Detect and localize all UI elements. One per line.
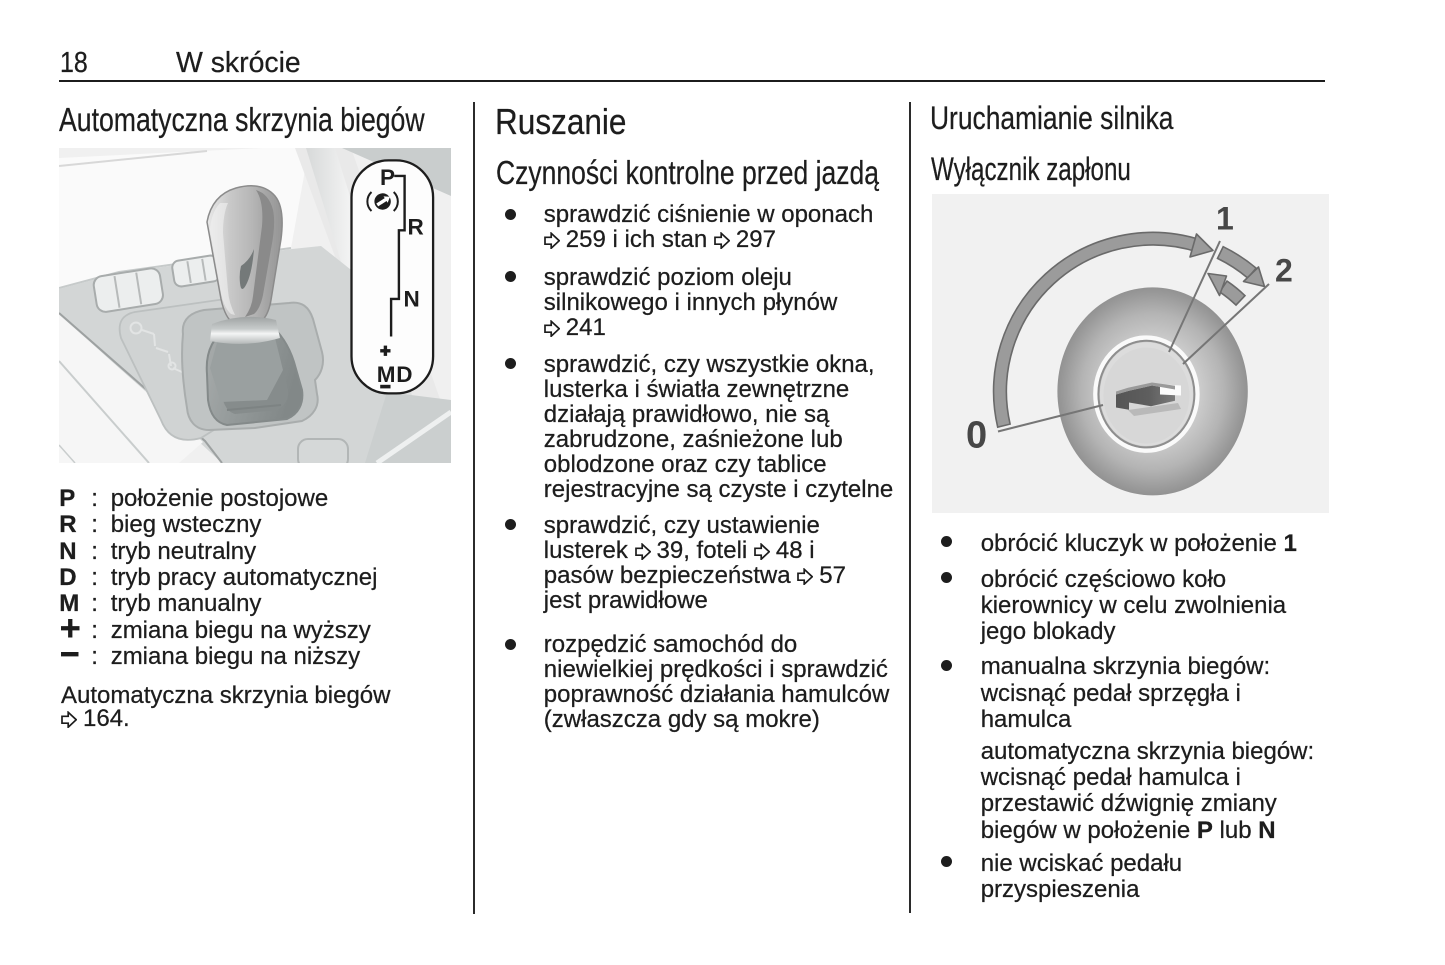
- svg-text:N: N: [404, 287, 420, 312]
- svg-text:0: 0: [966, 415, 987, 457]
- svg-text:R: R: [408, 215, 424, 240]
- svg-text:P: P: [380, 165, 395, 190]
- svg-text:2: 2: [1275, 253, 1293, 289]
- svg-text:1: 1: [1216, 201, 1234, 237]
- svg-text:M: M: [377, 362, 396, 387]
- svg-text:D: D: [396, 362, 412, 387]
